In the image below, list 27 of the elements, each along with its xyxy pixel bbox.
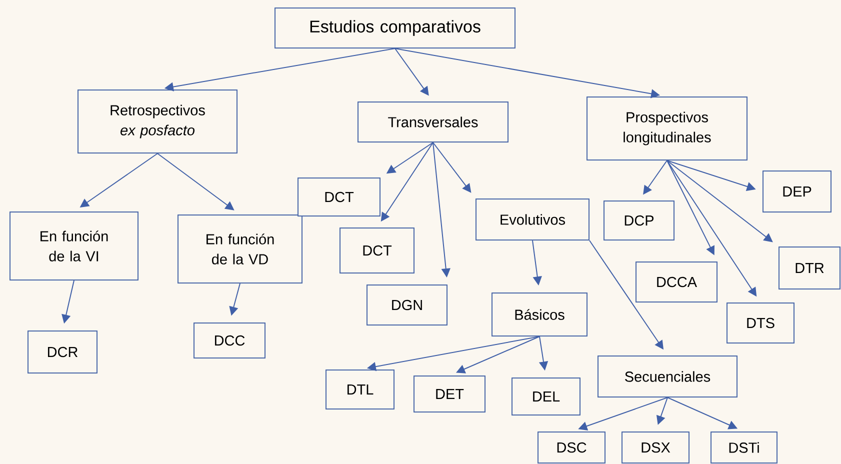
process-box: Estudios comparativos: [274, 8, 516, 48]
process-box: DEP: [762, 170, 832, 212]
process-box: Secuenciales: [598, 356, 738, 398]
process-box: DCT: [340, 228, 414, 274]
process-box: DCT: [298, 178, 380, 216]
process-box: DTS: [726, 302, 794, 344]
process-box: DET: [414, 376, 486, 412]
process-box: DEL: [512, 378, 580, 416]
arrow: [432, 142, 472, 193]
process-box: DSTi: [710, 432, 778, 464]
process-box: DTR: [778, 246, 840, 290]
process-box: DSC: [538, 432, 606, 464]
process-box: DCR: [28, 330, 98, 374]
process-box: DSX: [622, 432, 690, 464]
process-box: DCCA: [636, 262, 718, 302]
process-box: Transversales: [358, 102, 508, 142]
process-box: DGN: [366, 284, 448, 326]
process-box: En función de la VI: [10, 212, 138, 280]
process-box: En función de la VD: [178, 214, 302, 284]
process-box: DCP: [604, 200, 674, 240]
process-box: Básicos: [492, 292, 588, 336]
process-box: DTL: [326, 370, 394, 410]
arrow: [666, 160, 773, 242]
process-box: DCC: [194, 322, 266, 358]
process-box: Evolutivos: [476, 198, 590, 240]
process-box: Retrospectivos ex posfacto: [78, 90, 238, 154]
process-box: Prospectivos longitudinales: [586, 96, 748, 160]
